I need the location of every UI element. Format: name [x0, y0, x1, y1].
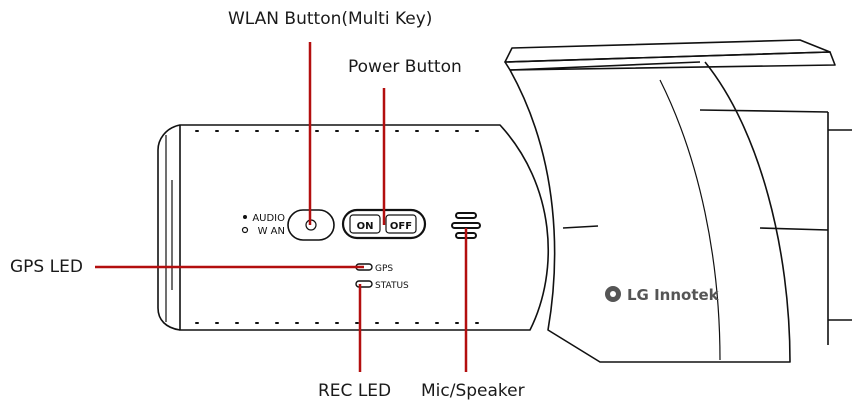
audio-mode-label: AUDIO	[252, 213, 285, 224]
lg-logo-icon	[605, 286, 621, 302]
rec-led	[355, 280, 373, 288]
switch-on-label: ON	[357, 221, 374, 232]
wlan-indicator-dot	[241, 226, 249, 234]
brand-logo: LG Innotek	[627, 286, 720, 304]
camera-body	[157, 124, 599, 331]
status-led-label: STATUS	[375, 281, 409, 291]
vent-holes	[195, 130, 479, 324]
rec-led-callout: REC LED	[318, 381, 392, 401]
wlan-button-callout: WLAN Button(Multi Key)	[228, 9, 433, 29]
wlan-mode-label: W AN	[258, 226, 285, 237]
mount-bracket	[504, 39, 852, 363]
mic-speaker-callout: Mic/Speaker	[421, 381, 525, 401]
power-button-callout: Power Button	[348, 57, 462, 77]
switch-off-label: OFF	[390, 221, 412, 232]
audio-indicator-dot	[243, 215, 247, 219]
leader-lines	[95, 42, 468, 372]
gps-led-label: GPS	[375, 264, 393, 274]
gps-led-callout: GPS LED	[10, 257, 83, 277]
